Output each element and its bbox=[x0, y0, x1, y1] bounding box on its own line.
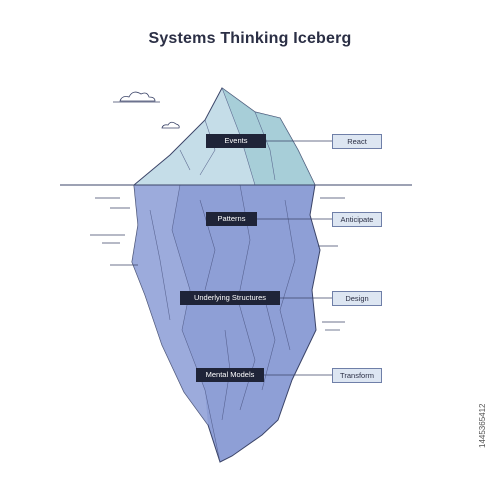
action-react: React bbox=[332, 134, 382, 149]
layer-label-events: Events bbox=[206, 134, 266, 148]
diagram-title: Systems Thinking Iceberg bbox=[148, 30, 352, 47]
layer-label-underlying-structures: Underlying Structures bbox=[180, 291, 280, 305]
action-transform: Transform bbox=[332, 368, 382, 383]
action-design: Design bbox=[332, 291, 382, 306]
layer-label-patterns: Patterns bbox=[206, 212, 257, 226]
layer-label-mental-models: Mental Models bbox=[196, 368, 264, 382]
action-anticipate: Anticipate bbox=[332, 212, 382, 227]
stock-id: 1445365412 bbox=[478, 403, 487, 449]
cloud-icon bbox=[113, 91, 160, 103]
small-cloud-icon bbox=[161, 121, 180, 129]
